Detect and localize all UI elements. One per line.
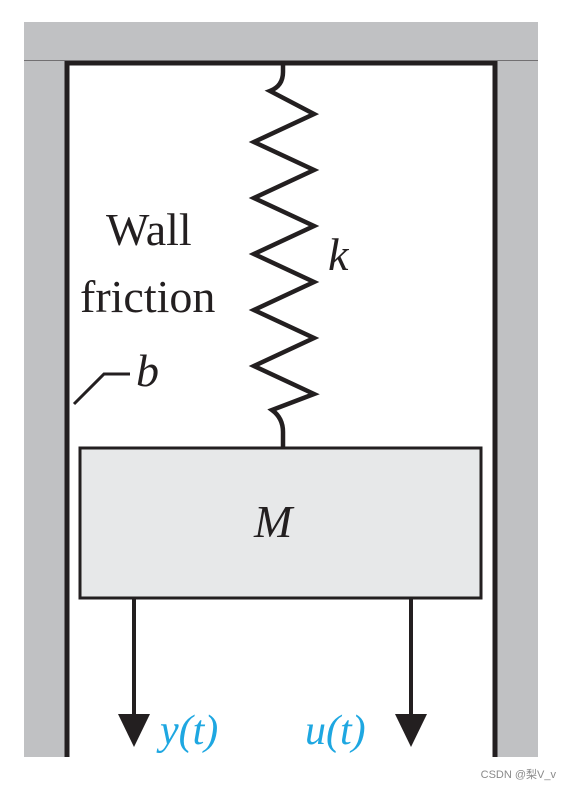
- left-wall: [24, 61, 70, 757]
- wall-friction-label-line2: friction: [80, 271, 215, 322]
- output-arrow: [118, 598, 150, 747]
- input-arrow: [395, 598, 427, 747]
- input-signal-label: u(t): [305, 708, 366, 754]
- spring-constant-label: k: [328, 229, 350, 280]
- right-wall: [492, 61, 538, 757]
- wall-friction-label-line1: Wall: [106, 204, 192, 255]
- output-signal-label: y(t): [156, 708, 218, 754]
- mass-block: [78, 446, 483, 600]
- ceiling: [24, 22, 538, 66]
- friction-coefficient-label: b: [136, 345, 159, 396]
- friction-leader-line: [72, 372, 130, 406]
- spring: [248, 63, 320, 448]
- mass-label: M: [253, 496, 295, 547]
- watermark: CSDN @梨V_v: [481, 767, 557, 781]
